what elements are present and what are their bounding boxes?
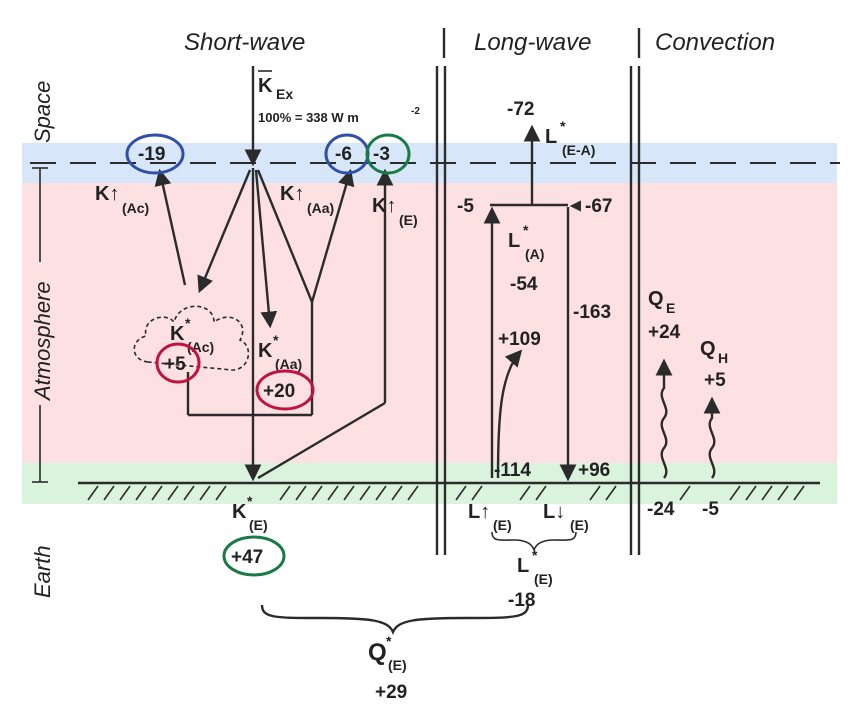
- value-ac-reflected: -19: [138, 144, 165, 165]
- layer-label-space: Space: [30, 81, 55, 143]
- l-star-ea-subscript: (E-A): [562, 142, 595, 158]
- path-to-cloud: [197, 169, 252, 294]
- k-up-e-subscript: (E): [399, 212, 418, 228]
- k-star-aa-label: K: [258, 340, 273, 362]
- l-star-ea-label: L: [545, 126, 557, 148]
- value-toa-longwave: -72: [507, 99, 534, 120]
- value-e-absorbed: +47: [231, 547, 263, 568]
- value-q-h: +5: [704, 370, 726, 391]
- value-e-net-longwave: -18: [508, 590, 535, 611]
- path-to-ac-reflect: [154, 168, 187, 286]
- value-q-e: +24: [648, 322, 681, 343]
- value-surface-up: -114: [494, 460, 531, 481]
- l-down-e-label: L↓: [543, 501, 565, 523]
- value-aa-reflected: -6: [335, 144, 352, 165]
- k-star-aa-asterisk: *: [273, 332, 279, 348]
- l-star-ea-asterisk: *: [560, 118, 566, 134]
- k-up-aa-label: K↑: [280, 183, 304, 205]
- highlight-circle-ac-absorbed: [155, 342, 201, 384]
- l-down-e-subscript: (E): [570, 517, 589, 533]
- value-atm-down: -163: [573, 302, 611, 323]
- path-aa-branch-right: [310, 168, 355, 303]
- header-short-wave: Short-wave: [184, 29, 305, 56]
- q-e-label: Q: [648, 288, 664, 310]
- value-surface-down: +96: [578, 460, 610, 481]
- value-atm-absorbed: +109: [498, 329, 541, 350]
- k-star-e-label: K: [232, 501, 247, 523]
- k-up-aa-subscript: (Aa): [307, 200, 334, 216]
- k-star-e-subscript: (E): [249, 517, 268, 533]
- k-star-ac-asterisk: *: [185, 315, 191, 331]
- value-net-total: +29: [375, 682, 407, 703]
- layer-label-earth: Earth: [30, 545, 55, 598]
- value-aa-absorbed: +20: [263, 381, 295, 402]
- l-star-a-subscript: (A): [525, 246, 544, 262]
- k-ex-label: K: [258, 75, 273, 97]
- highlight-circle-e-absorbed: [222, 535, 286, 577]
- column-divider-2: [629, 66, 641, 555]
- highlight-circle-ac-reflected: [125, 133, 185, 175]
- path-e-reflect-diagonal: [257, 401, 386, 480]
- l-star-e-asterisk: *: [532, 547, 538, 563]
- q-star-brace: [260, 604, 530, 636]
- header-convection: Convection: [655, 29, 775, 56]
- highlight-circle-aa-absorbed: [255, 369, 315, 411]
- k-up-ac-subscript: (Ac): [122, 200, 149, 216]
- l-star-e-label: L: [517, 555, 529, 577]
- k-star-ac-label: K: [170, 323, 185, 345]
- path-aa-branch-left: [256, 169, 314, 303]
- solar-constant-label: 100% = 338 W m: [258, 110, 359, 125]
- value-q-e-surface: -24: [647, 499, 675, 520]
- l-star-e-brace: [491, 531, 577, 553]
- layer-label-atmosphere: Atmosphere: [30, 281, 55, 402]
- atmosphere-band: [22, 183, 837, 463]
- l-up-e-subscript: (E): [493, 517, 512, 533]
- k-ex-subscript: Ex: [276, 86, 293, 102]
- solar-constant-exponent: -2: [411, 106, 420, 117]
- q-h-subscript: H: [718, 350, 728, 366]
- k-up-ac-label: K↑: [95, 183, 119, 205]
- header-long-wave: Long-wave: [474, 29, 591, 56]
- value-right-top: -67: [585, 196, 612, 217]
- k-up-e-label: K↑: [372, 195, 396, 217]
- q-h-label: Q: [700, 338, 716, 360]
- value-e-reflected: -3: [373, 144, 390, 165]
- q-star-e-subscript: (E): [388, 657, 407, 673]
- l-star-e-subscript: (E): [534, 571, 553, 587]
- q-e-wavy-arrow: [655, 358, 673, 479]
- l-star-a-label: L: [508, 230, 520, 252]
- l-star-a-asterisk: *: [523, 222, 529, 238]
- k-star-e-asterisk: *: [247, 493, 253, 509]
- highlight-circle-e-reflected: [365, 133, 411, 175]
- cloud-shape: [133, 305, 250, 371]
- l-up-e-label: L↑: [468, 501, 490, 523]
- value-q-h-surface: -5: [702, 499, 719, 520]
- k-star-aa-subscript: (Aa): [275, 356, 302, 372]
- value-left-top: -5: [457, 196, 474, 217]
- column-divider-1: [435, 66, 447, 555]
- ground-hatching: [87, 485, 805, 501]
- value-ac-absorbed: +5: [164, 354, 186, 375]
- value-atm-net: -54: [510, 274, 538, 295]
- atmosphere-absorbed-curve: [496, 349, 523, 479]
- q-star-e-asterisk: *: [386, 633, 392, 649]
- path-to-aerosol: [254, 169, 278, 329]
- q-e-subscript: E: [666, 300, 675, 316]
- q-h-wavy-arrow: [703, 396, 721, 479]
- q-star-e-label: Q: [368, 639, 387, 666]
